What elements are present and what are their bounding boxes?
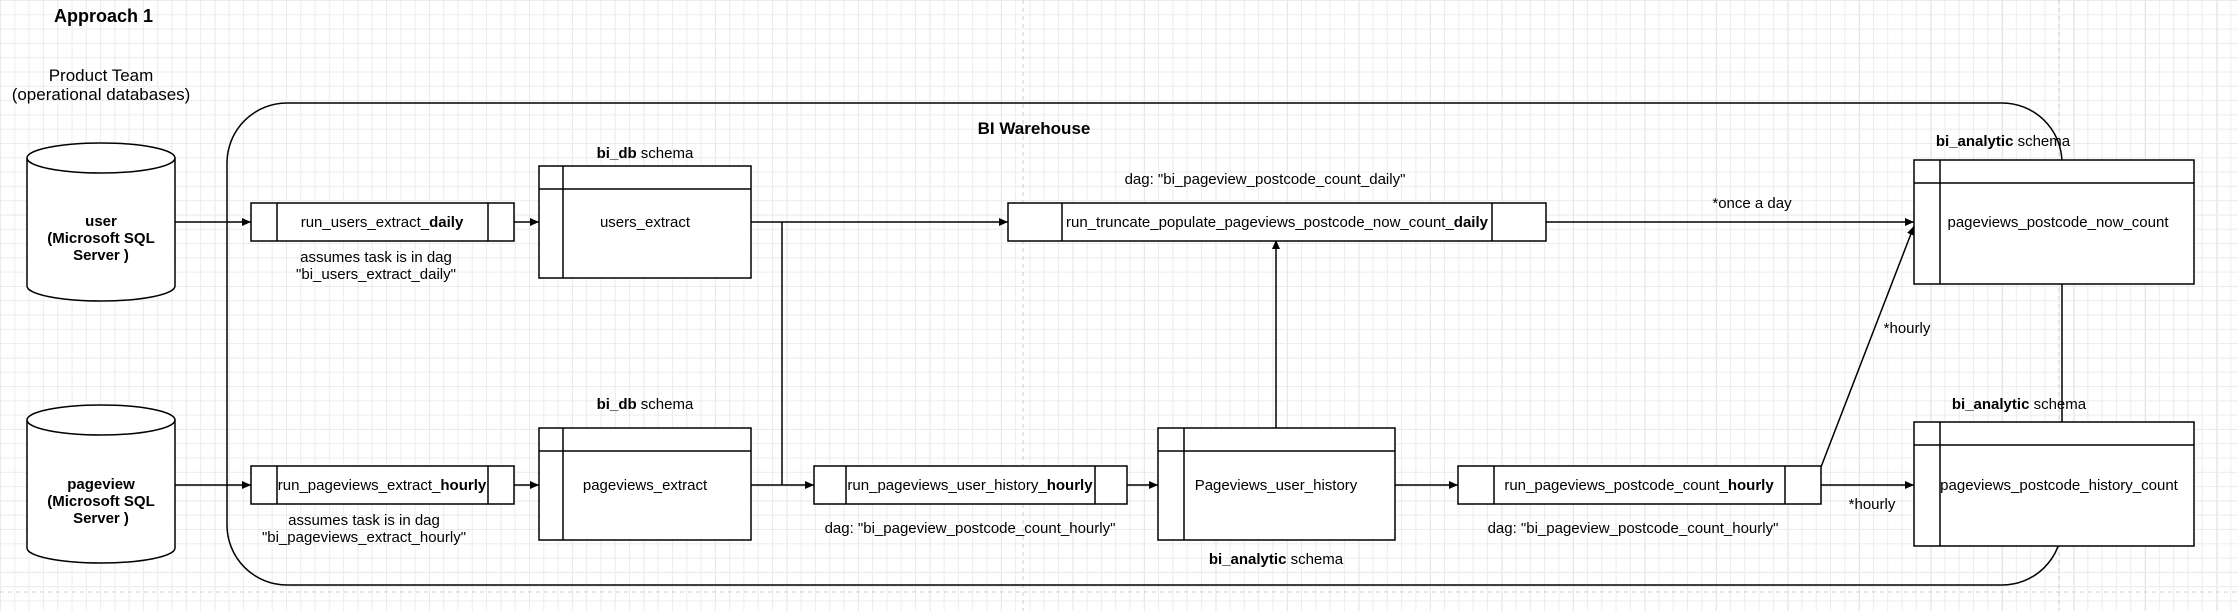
note-hourly: *hourly	[1849, 496, 1896, 513]
note-hourly: *hourly	[1884, 320, 1931, 337]
product-team-sublabel: (operational databases)	[12, 85, 191, 104]
bi-warehouse-container[interactable]	[226, 102, 2063, 586]
table-pageviews-postcode-history-count[interactable]: pageviews_postcode_history_count	[1913, 421, 2195, 547]
table-name: pageviews_postcode_now_count	[1948, 214, 2170, 231]
task-label: run_users_extract_daily	[301, 214, 464, 231]
arrow-postcode-task-to-now-count	[1820, 225, 1915, 468]
user-database-engine: (Microsoft SQL	[47, 230, 155, 247]
schema-label-bi-db: bi_db schema	[597, 145, 694, 162]
schema-label-bi-db: bi_db schema	[597, 396, 694, 413]
table-users-extract[interactable]: users_extract	[538, 165, 752, 279]
diagram-title: Approach 1	[54, 6, 153, 26]
task-run-pageviews-postcode-count-hourly[interactable]: run_pageviews_postcode_count_hourly	[1457, 465, 1822, 505]
note-dag-daily: dag: "bi_pageview_postcode_count_daily"	[1125, 171, 1406, 188]
note-pageviews-dag-name: "bi_pageviews_extract_hourly"	[262, 529, 466, 546]
product-team-label: Product Team	[49, 66, 154, 85]
bi-warehouse-title: BI Warehouse	[978, 119, 1091, 138]
task-run-users-extract-daily[interactable]: run_users_extract_daily	[250, 202, 515, 242]
schema-label-bi-analytic: bi_analytic schema	[1952, 396, 2087, 413]
note-users-dag-name: "bi_users_extract_daily"	[296, 266, 456, 283]
task-run-pageviews-user-history-hourly[interactable]: run_pageviews_user_history_hourly	[813, 465, 1128, 505]
pageview-database-engine: (Microsoft SQL	[47, 493, 155, 510]
table-pageviews-postcode-now-count[interactable]: pageviews_postcode_now_count	[1913, 159, 2195, 285]
user-database[interactable]: user (Microsoft SQL Server )	[26, 142, 176, 302]
task-label: run_pageviews_extract_hourly	[278, 477, 487, 494]
task-label: run_pageviews_postcode_count_hourly	[1504, 477, 1774, 494]
note-once-a-day: *once a day	[1712, 195, 1792, 212]
table-name: Pageviews_user_history	[1195, 477, 1358, 494]
task-run-truncate-populate-daily[interactable]: run_truncate_populate_pageviews_postcode…	[1007, 202, 1547, 242]
note-users-dag: assumes task is in dag	[300, 249, 452, 266]
table-name: users_extract	[600, 214, 691, 231]
note-pageviews-dag: assumes task is in dag	[288, 512, 440, 529]
schema-label-bi-analytic: bi_analytic schema	[1209, 551, 1344, 568]
schema-label-bi-analytic: bi_analytic schema	[1936, 133, 2071, 150]
user-database-engine-end: Server )	[73, 247, 129, 264]
connectors	[175, 218, 1915, 489]
pageview-database[interactable]: pageview (Microsoft SQL Server )	[26, 404, 176, 564]
pageview-database-engine-end: Server )	[73, 510, 129, 527]
task-label: run_pageviews_user_history_hourly	[847, 477, 1093, 494]
table-pageviews-extract[interactable]: pageviews_extract	[538, 427, 752, 541]
note-dag-hourly: dag: "bi_pageview_postcode_count_hourly"	[1488, 520, 1779, 537]
task-run-pageviews-extract-hourly[interactable]: run_pageviews_extract_hourly	[250, 465, 515, 505]
user-database-name: user	[85, 213, 117, 230]
pageview-database-name: pageview	[67, 476, 135, 493]
note-dag-hourly: dag: "bi_pageview_postcode_count_hourly"	[825, 520, 1116, 537]
task-label: run_truncate_populate_pageviews_postcode…	[1066, 214, 1489, 231]
table-name: pageviews_extract	[583, 477, 708, 494]
table-pageviews-user-history[interactable]: Pageviews_user_history	[1157, 427, 1396, 541]
table-name: pageviews_postcode_history_count	[1940, 477, 2178, 494]
